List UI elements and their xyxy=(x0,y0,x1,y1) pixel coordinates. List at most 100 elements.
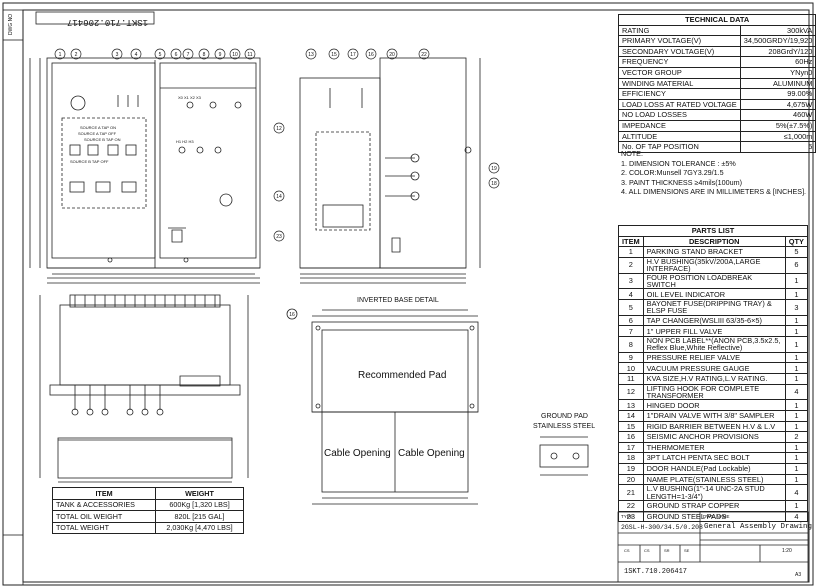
weight-row-cell: TOTAL OIL WEIGHT xyxy=(51,510,157,523)
parts-row-cell: 17 xyxy=(618,441,644,454)
balloon-8: 8 xyxy=(203,52,206,58)
label-source-d: SOURCE B TAP OFF xyxy=(70,159,109,164)
parts-row-cell: GROUND STEEL PADS xyxy=(642,510,786,523)
tech-row-cell: ALTITUDE xyxy=(618,130,741,143)
cable-opening-right: Cable Opening xyxy=(398,448,465,459)
notes-title: NOTE: xyxy=(621,149,643,158)
balloon-10: 10 xyxy=(232,52,238,58)
note-3: 3. PAINT THICKNESS ≥4mils(100um) xyxy=(621,177,742,187)
parts-row-cell: 4 xyxy=(784,383,809,401)
parts-row-cell: 22 xyxy=(618,499,644,512)
parts-row-cell: 1 xyxy=(784,272,809,290)
cable-opening-left: Cable Opening xyxy=(324,448,391,459)
ground-pad-title: GROUND PAD xyxy=(541,413,588,420)
parts-row-cell: 6 xyxy=(784,256,809,274)
balloon-numbers-side: 13 15 17 16 20 22 19 18 xyxy=(308,52,497,187)
balloon-13: 13 xyxy=(308,52,314,58)
inner-frame xyxy=(22,9,810,583)
parts-row-cell: 1 xyxy=(784,441,809,454)
balloon-6: 6 xyxy=(175,52,178,58)
balloon-12: 12 xyxy=(276,126,282,132)
label-source-b: SOURCE A TAP OFF xyxy=(78,131,117,136)
balloon-7: 7 xyxy=(187,52,190,58)
parts-row-cell: DOOR HANDLE(Pad Lockable) xyxy=(642,462,786,475)
parts-row-cell: 15 xyxy=(618,420,644,433)
parts-row-cell: 21 xyxy=(618,484,644,501)
balloon-20: 20 xyxy=(389,52,395,58)
parts-row-cell: KVA SIZE,H.V RATING,L.V RATING. xyxy=(642,373,786,385)
mark-2: CS xyxy=(644,548,650,553)
parts-row-cell: 9 xyxy=(618,351,644,364)
parts-row-cell: 1 xyxy=(784,288,809,300)
tech-row-cell: 4,675W xyxy=(739,98,816,111)
parts-row-cell: 4 xyxy=(784,510,809,523)
parts-header-item: ITEM xyxy=(618,235,644,248)
parts-row-cell: 16 xyxy=(618,431,644,443)
parts-row-cell: 1 xyxy=(784,336,809,353)
balloon-19: 19 xyxy=(491,166,497,172)
tech-row-cell: 460W xyxy=(739,109,816,121)
balloon-22: 22 xyxy=(421,52,427,58)
parts-row-cell: LIFTING HOOK FOR COMPLETE TRANSFORMER xyxy=(642,383,786,401)
tech-row-cell: IMPEDANCE xyxy=(618,119,741,132)
parts-row-cell: H.V BUSHING(35kV/200A,LARGE INTERFACE) xyxy=(642,256,786,274)
parts-row-cell: 2 xyxy=(618,256,644,274)
weights-header-item: ITEM xyxy=(51,487,157,500)
balloon-16: 16 xyxy=(368,52,374,58)
balloon-14: 14 xyxy=(276,194,282,200)
mark-1: CS xyxy=(624,548,630,553)
parts-row-cell: 1 xyxy=(618,246,644,258)
type-value: 2GSL-H-300/34.5/0.208 xyxy=(621,524,703,531)
tech-row-cell: VECTOR GROUP xyxy=(618,66,741,79)
side-view xyxy=(299,57,481,284)
parts-row-cell: 1 xyxy=(784,314,809,327)
parts-row-cell: SEISMIC ANCHOR PROVISIONS xyxy=(642,431,786,443)
parts-row-cell: THERMOMETER xyxy=(642,441,786,454)
recommended-pad-label: Recommended Pad xyxy=(358,370,446,381)
side-strip xyxy=(2,9,24,586)
parts-row-cell: 1 xyxy=(784,420,809,433)
parts-row-cell: 1 xyxy=(784,473,809,486)
balloons-front xyxy=(54,48,285,242)
inverted-base-title: INVERTED BASE DETAIL xyxy=(357,297,439,304)
parts-row-cell: VACUUM PRESSURE GAUGE xyxy=(642,362,786,374)
parts-row-cell: 5 xyxy=(784,246,809,258)
parts-row-cell: 10 xyxy=(618,362,644,374)
front-view-text: SOURCE A TAP ON SOURCE A TAP OFF SOURCE … xyxy=(70,95,202,164)
tech-row-cell: FREQUENCY xyxy=(618,56,741,68)
note-1: 1. DIMENSION TOLERANCE : ±5% xyxy=(621,158,736,168)
tech-row-cell: EFFICIENCY xyxy=(618,88,741,100)
parts-row-cell: OIL LEVEL INDICATOR xyxy=(642,288,786,300)
tech-row: SECONDARY VOLTAGE(V)208GrdY/120 xyxy=(618,45,816,58)
parts-row-cell: 18 xyxy=(618,452,644,464)
balloons-side xyxy=(305,48,500,189)
tech-row-cell: 99.00% xyxy=(739,88,816,100)
balloon-17: 17 xyxy=(350,52,356,58)
parts-row-cell: 8 xyxy=(618,336,644,353)
technical-data-title: TECHNICAL DATA xyxy=(617,14,816,26)
